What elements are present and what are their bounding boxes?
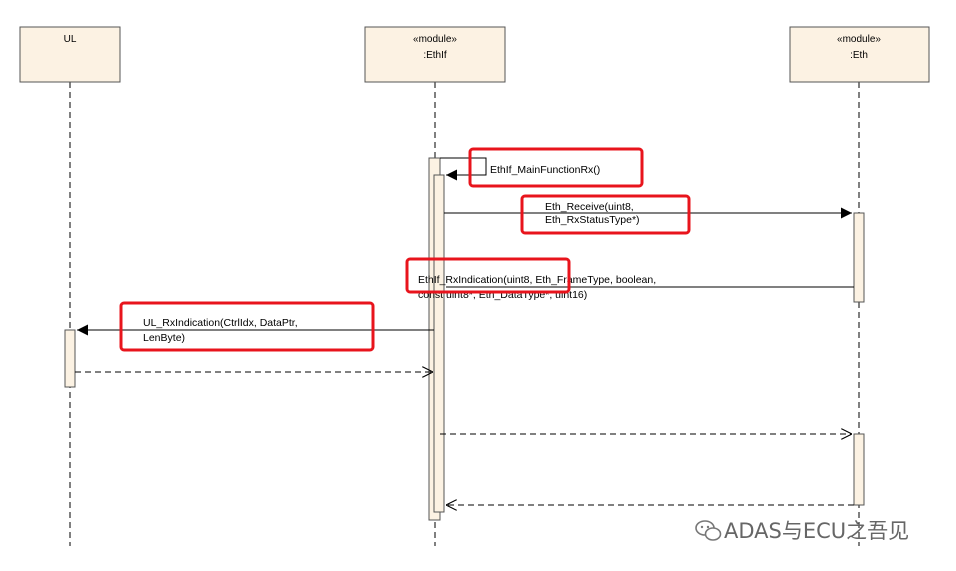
highlight-main-function-rx — [468, 147, 644, 188]
eth-activation-receive — [853, 212, 865, 303]
ul-rx-indication-label-line2: LenByte) — [143, 332, 185, 344]
ul-lifeline-header: UL — [19, 26, 121, 83]
eth-receive-label-line2: Eth_RxStatusType*) — [545, 214, 640, 226]
watermark: ADAS与ECU之吾见 — [695, 519, 909, 543]
highlight-ul-rx-indication — [119, 301, 375, 352]
main-function-rx-arrow — [440, 157, 487, 181]
eth-lifeline-header: «module» :Eth — [789, 26, 930, 83]
eth-name: :Eth — [850, 50, 868, 61]
eth-stereotype: «module» — [837, 34, 881, 45]
eth-activation-second — [853, 433, 865, 506]
ethif-name: :EthIf — [423, 50, 447, 61]
ethif-rx-indication-label-line1: EthIf_RxIndication(uint8, Eth_FrameType,… — [418, 274, 656, 286]
ethif-stereotype: «module» — [413, 34, 457, 45]
eth-receive-label-line1: Eth_Receive(uint8, — [545, 201, 634, 213]
ul-name: UL — [64, 34, 77, 45]
highlight-ethif-rx-indication — [405, 257, 571, 294]
ul-activation — [64, 329, 76, 388]
ethif-activation-inner — [433, 174, 445, 513]
wechat-icon — [695, 520, 722, 541]
main-function-rx-label: EthIf_MainFunctionRx() — [490, 164, 600, 176]
watermark-text: ADAS与ECU之吾见 — [724, 519, 909, 543]
ul-rx-indication-label-line1: UL_RxIndication(CtrlIdx, DataPtr, — [143, 317, 298, 329]
highlight-eth-receive — [520, 194, 691, 235]
ethif-lifeline-header: «module» :EthIf — [364, 26, 506, 83]
